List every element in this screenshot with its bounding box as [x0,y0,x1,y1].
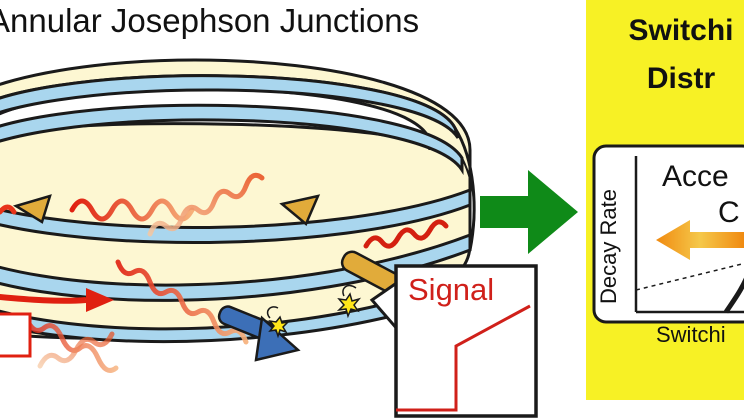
junction-marker-right [279,194,321,227]
photon-wave-lower-left [23,315,119,373]
left-box-fragment [0,312,32,358]
ring-layer-back-2 [0,74,460,139]
signal-trace [396,304,531,412]
decay-curve [723,277,744,314]
dashed-guide [635,262,744,291]
spark-icons [266,284,362,339]
y-axis-label: Decay Rate [596,189,621,304]
ring-rim-right-2 [461,157,476,241]
inner-label-line-1: Acce [662,160,729,193]
double-arrow [656,220,744,260]
x-axis-label: Switchi [656,322,726,347]
ring-layer-back-3 [0,103,464,176]
photon-wave-left-edge [0,204,17,215]
inner-label-line-2: C [718,196,740,229]
spark-icon [268,315,291,339]
signal-box [369,264,538,418]
photon-wave-bottom [37,331,115,369]
photon-wave-middle [115,259,249,345]
particle-arrow [217,305,301,362]
signal-label: Signal [408,272,495,307]
junction-marker-left [12,194,52,224]
photon-waves [0,172,449,373]
photon-wave-junction [363,219,449,249]
spark-icon [336,292,362,319]
ring-layer-front-1 [0,187,472,244]
green-arrow [480,170,578,254]
spark-tail [342,284,357,297]
panel-title-line-1: Switchi [628,14,734,47]
panel-title-line-2: Distr [646,62,716,95]
fluxon-arrow [0,288,114,312]
photon-wave-top [69,198,195,222]
annular-junction-ring [0,58,476,344]
spark-tail [266,306,279,319]
photon-wave-upper-right [147,172,265,237]
diagram-title: Annular Josephson Junctions [0,2,420,39]
